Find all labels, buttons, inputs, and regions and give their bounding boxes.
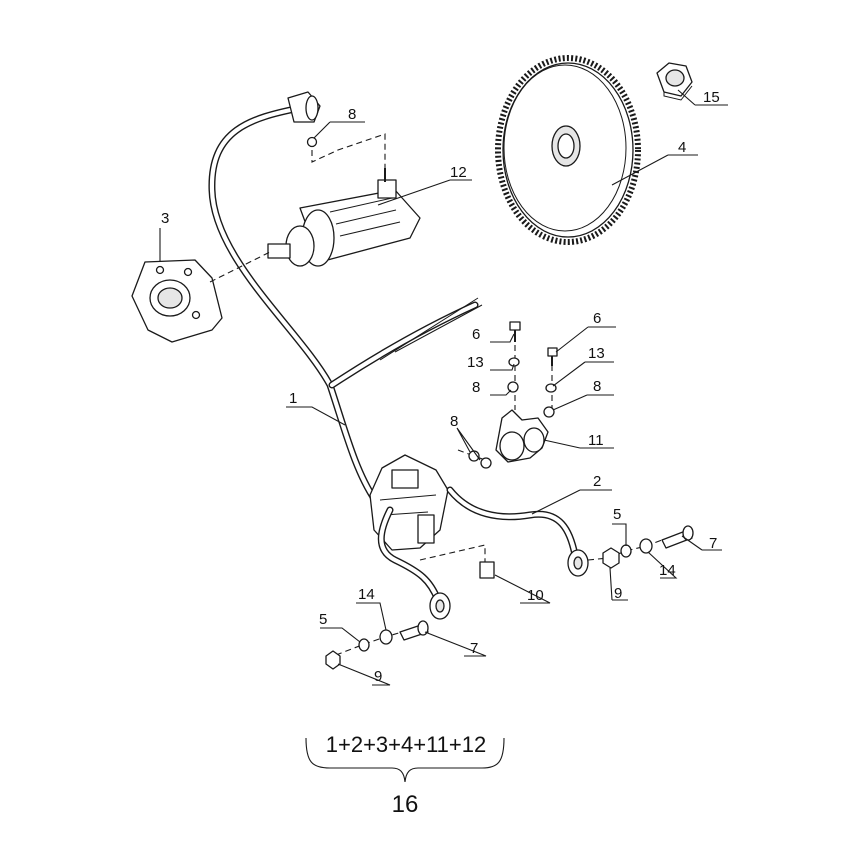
callout-13: 13: [467, 354, 484, 371]
main-cable: [208, 91, 483, 504]
left-fasteners: [325, 620, 429, 670]
cable-2: [446, 486, 589, 577]
callout-labels: 8 12 3 4 15 1 6 13 8 6 13 8 8 11 2 5 7 1…: [161, 89, 720, 685]
callout-10: 10: [527, 587, 544, 604]
callout-9: 9: [374, 668, 382, 685]
lower-cable: [377, 506, 451, 620]
callout-14: 14: [358, 586, 375, 603]
callout-6: 6: [593, 310, 601, 327]
starter-relay: [495, 409, 549, 463]
kit-number: 16: [392, 791, 419, 818]
leader-lines: [159, 89, 728, 686]
callout-11: 11: [588, 432, 604, 449]
kit-brace: [305, 737, 505, 783]
callout-3: 3: [161, 210, 169, 227]
callout-9: 9: [614, 585, 622, 602]
callout-13: 13: [588, 345, 605, 362]
callout-5: 5: [613, 506, 621, 523]
fasteners: [306, 136, 558, 469]
callout-4: 4: [678, 139, 686, 156]
mounting-bracket: [131, 259, 223, 343]
callout-15: 15: [703, 89, 720, 106]
callout-2: 2: [593, 473, 601, 490]
callout-6: 6: [472, 326, 480, 343]
callout-7: 7: [709, 535, 717, 552]
callout-7: 7: [470, 640, 478, 657]
callout-1: 1: [289, 390, 297, 407]
flywheel-nut: [656, 62, 693, 101]
callout-8: 8: [348, 106, 356, 123]
callout-14: 14: [659, 562, 676, 579]
flywheel-ring-gear: [495, 55, 641, 245]
starter-motor: [267, 168, 421, 267]
callout-5: 5: [319, 611, 327, 628]
callout-8: 8: [472, 379, 480, 396]
callout-8: 8: [450, 413, 458, 430]
right-fasteners: [602, 525, 694, 569]
connector-block: [369, 454, 495, 579]
callout-12: 12: [450, 164, 467, 181]
kit-formula: 1+2+3+4+11+12: [326, 732, 487, 757]
callout-8: 8: [593, 378, 601, 395]
kit-composition: 1+2+3+4+11+12 16: [305, 732, 505, 818]
